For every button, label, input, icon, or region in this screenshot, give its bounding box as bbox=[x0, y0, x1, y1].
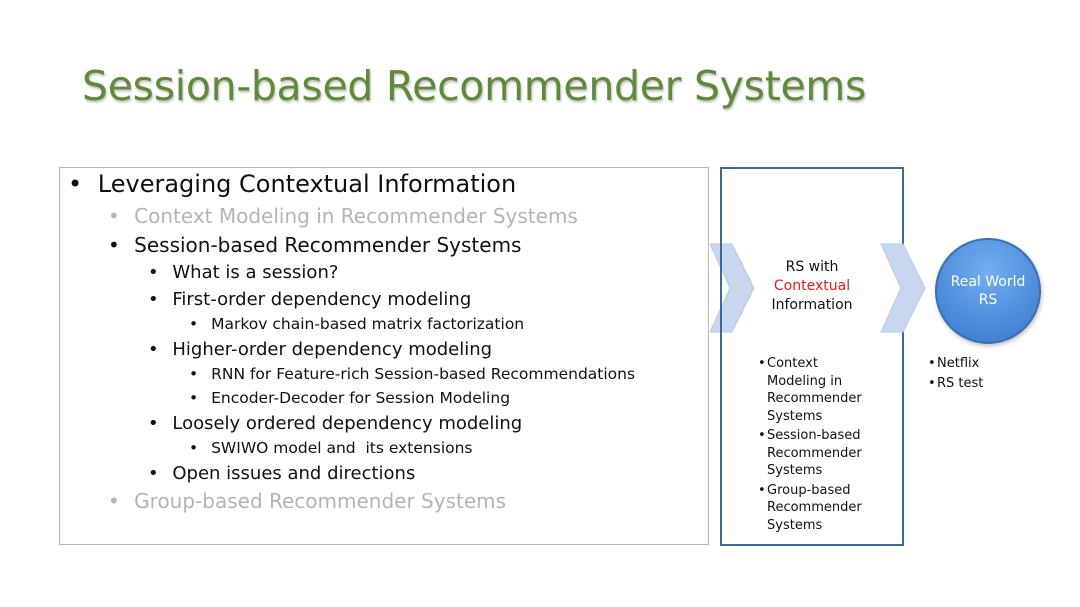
bullet: • bbox=[148, 339, 159, 360]
outline-text: Higher-order dependency modeling bbox=[172, 339, 493, 360]
outline-item-rnn: • RNN for Feature-rich Session-based Rec… bbox=[189, 365, 635, 383]
bullet: • bbox=[148, 262, 159, 283]
center-item-group: • Group-based Recommender Systems bbox=[758, 482, 862, 535]
outline-text: Encoder-Decoder for Session Modeling bbox=[211, 389, 511, 407]
item-line: Systems bbox=[767, 463, 823, 478]
bullet: • bbox=[108, 489, 120, 513]
real-world-line2: RS bbox=[978, 292, 998, 308]
center-item-context: • Context Modeling in Recommender System… bbox=[758, 355, 862, 425]
real-world-node: Real World RS bbox=[935, 238, 1041, 344]
outline-item-open-issues: • Open issues and directions bbox=[148, 463, 415, 484]
bullet: • bbox=[108, 233, 120, 257]
outline-item-higher-order: • Higher-order dependency modeling bbox=[148, 339, 492, 360]
bullet: • bbox=[148, 289, 159, 310]
outline-text: Markov chain-based matrix factorization bbox=[211, 315, 525, 333]
bullet: • bbox=[148, 463, 159, 484]
bullet: • bbox=[189, 439, 199, 457]
outline-item-leveraging: • Leveraging Contextual Information bbox=[68, 170, 516, 198]
outline-text: What is a session? bbox=[172, 262, 339, 283]
center-node-label: RS with Contextual Information bbox=[720, 258, 904, 315]
item-line: Recommender bbox=[767, 391, 862, 406]
outline-text: SWIWO model and its extensions bbox=[211, 439, 473, 457]
item-line: Recommender bbox=[767, 445, 862, 461]
item-text: RS test bbox=[937, 375, 984, 391]
outline-text: RNN for Feature-rich Session-based Recom… bbox=[211, 365, 636, 383]
item-line: Session-based bbox=[767, 428, 861, 443]
slide-title: Session-based Recommender Systems bbox=[82, 62, 867, 110]
outline-text: Loosely ordered dependency modeling bbox=[172, 413, 523, 434]
outline-item-encoder-decoder: • Encoder-Decoder for Session Modeling bbox=[189, 389, 510, 407]
bullet: • bbox=[148, 413, 159, 434]
context-frame bbox=[720, 167, 904, 546]
outline-item-swiwo: • SWIWO model and its extensions bbox=[189, 439, 473, 457]
right-items-list: • Netflix • RS test bbox=[928, 355, 983, 394]
bullet: • bbox=[758, 428, 766, 443]
item-line: Recommender bbox=[767, 500, 862, 515]
bullet: • bbox=[189, 365, 199, 383]
bullet: • bbox=[758, 356, 766, 371]
outline-text: Open issues and directions bbox=[172, 463, 416, 484]
right-item-rs-test: • RS test bbox=[928, 375, 983, 393]
item-line: Context bbox=[767, 356, 818, 371]
item-line: Systems bbox=[767, 517, 823, 533]
real-world-line1: Real World bbox=[950, 274, 1026, 290]
center-node-line3: Information bbox=[771, 297, 853, 313]
outline-item-context-modeling: • Context Modeling in Recommender System… bbox=[108, 204, 578, 228]
item-line: Group-based bbox=[767, 482, 851, 498]
outline-text: First-order dependency modeling bbox=[172, 289, 472, 310]
outline-text: Session-based Recommender Systems bbox=[134, 233, 522, 257]
bullet: • bbox=[928, 375, 936, 391]
outline-box bbox=[59, 167, 709, 545]
outline-text: Context Modeling in Recommender Systems bbox=[134, 204, 578, 228]
chevron-arrow-2 bbox=[880, 243, 926, 333]
bullet: • bbox=[108, 204, 120, 228]
item-line: Modeling in bbox=[767, 373, 843, 389]
bullet: • bbox=[189, 389, 199, 407]
center-items-list: • Context Modeling in Recommender System… bbox=[758, 355, 862, 536]
outline-text: Group-based Recommender Systems bbox=[134, 489, 507, 513]
outline-item-session-based: • Session-based Recommender Systems bbox=[108, 233, 521, 257]
outline-text: Leveraging Contextual Information bbox=[97, 170, 517, 198]
center-node-line1: RS with bbox=[785, 259, 839, 275]
item-text: Netflix bbox=[937, 356, 980, 371]
outline-item-what-is-session: • What is a session? bbox=[148, 262, 338, 283]
item-line: Systems bbox=[767, 408, 823, 424]
bullet: • bbox=[758, 482, 766, 498]
right-item-netflix: • Netflix bbox=[928, 355, 983, 373]
center-item-session: • Session-based Recommender Systems bbox=[758, 427, 862, 480]
outline-item-markov: • Markov chain-based matrix factorizatio… bbox=[189, 315, 524, 333]
center-node-highlight: Contextual bbox=[773, 278, 851, 294]
bullet: • bbox=[68, 170, 83, 198]
outline-item-first-order: • First-order dependency modeling bbox=[148, 289, 471, 310]
bullet: • bbox=[189, 315, 199, 333]
outline-item-group-based: • Group-based Recommender Systems bbox=[108, 489, 506, 513]
outline-item-loosely-ordered: • Loosely ordered dependency modeling bbox=[148, 413, 522, 434]
bullet: • bbox=[928, 356, 936, 371]
